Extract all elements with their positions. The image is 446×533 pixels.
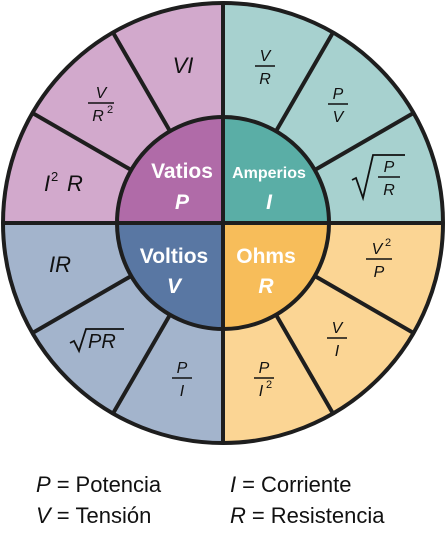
svg-text:I: I	[335, 343, 340, 360]
svg-text:P: P	[177, 360, 188, 377]
svg-text:P: P	[374, 264, 385, 281]
legend-current-label: Corriente	[260, 472, 352, 497]
svg-text:V: V	[260, 48, 272, 65]
formula-volts-sqrt-pr: PR	[69, 328, 124, 354]
amps-label: Amperios	[232, 165, 306, 182]
svg-text:P: P	[333, 86, 344, 103]
sector-divider	[274, 31, 335, 133]
formula-watts-i2r: I 2 R	[44, 169, 83, 196]
watts-label: Vatios	[151, 160, 213, 183]
legend-current-symbol: I	[230, 472, 237, 497]
legend-voltage-symbol: V	[36, 503, 51, 528]
legend-voltage-label: Tensión	[75, 503, 152, 528]
sector-divider	[111, 313, 172, 415]
legend-power-label: Potencia	[75, 472, 162, 497]
sector-divider	[31, 111, 133, 172]
ohms-label: Ohms	[236, 245, 296, 268]
svg-text:PR: PR	[88, 331, 116, 353]
svg-text:V: V	[96, 85, 108, 102]
formula-ohms-p-over-i2: P I 2	[254, 360, 274, 400]
sector-divider	[313, 111, 415, 172]
svg-text:V: V	[372, 241, 384, 258]
legend-current-equals: =	[242, 472, 255, 497]
svg-text:2: 2	[51, 169, 58, 184]
svg-text:IR: IR	[49, 252, 71, 277]
svg-text:2: 2	[107, 104, 113, 116]
svg-text:V: V	[333, 109, 345, 126]
legend-power-equals: =	[56, 472, 70, 497]
svg-text:V: V	[332, 320, 344, 337]
sector-divider	[31, 274, 133, 335]
sector-divider	[111, 31, 172, 133]
ohms-law-wheel: Vatios P Amperios I Voltios V Ohms R V I …	[1, 1, 445, 445]
formula-watts-vi: VI	[173, 53, 194, 78]
watts-symbol: P	[175, 191, 190, 214]
legend-resistance: R=Resistencia	[230, 503, 384, 529]
svg-text:P: P	[384, 159, 395, 176]
svg-text:P: P	[259, 360, 270, 377]
formula-amps-p-over-v: P V	[328, 86, 348, 126]
svg-text:I: I	[180, 383, 185, 400]
legend-power: P=Potencia	[36, 472, 161, 498]
svg-text:2: 2	[266, 379, 272, 391]
svg-text:R: R	[383, 182, 395, 199]
sector-divider	[274, 313, 335, 415]
svg-text:R: R	[92, 108, 104, 125]
svg-text:I: I	[44, 171, 50, 196]
svg-text:VI: VI	[173, 53, 194, 78]
watts-center	[117, 117, 223, 223]
volts-symbol: V	[167, 275, 183, 298]
formula-volts-p-over-i: P I	[172, 360, 192, 400]
svg-text:R: R	[259, 71, 271, 88]
legend: P=Potencia I=Corriente V=Tensión R=Resis…	[0, 462, 446, 532]
legend-resistance-symbol: R	[230, 503, 246, 528]
formula-volts-ir: IR	[49, 252, 71, 277]
formula-amps-sqrt-p-over-r: P R	[351, 154, 405, 202]
legend-resistance-equals: =	[251, 503, 265, 528]
volts-center	[117, 223, 223, 329]
formula-amps-v-over-r: V R	[255, 48, 275, 88]
legend-voltage: V=Tensión	[36, 503, 151, 529]
formula-ohms-v-over-i: V I	[327, 320, 347, 360]
formula-watts-v-over-r2: V R 2	[88, 85, 114, 125]
legend-power-symbol: P	[36, 472, 51, 497]
amps-symbol: I	[266, 191, 273, 214]
svg-text:I: I	[259, 383, 264, 400]
ohms-center	[223, 223, 329, 329]
svg-text:R: R	[67, 171, 83, 196]
legend-voltage-equals: =	[56, 503, 70, 528]
legend-resistance-label: Resistencia	[270, 503, 385, 528]
amps-center	[223, 117, 329, 223]
sector-dividers	[31, 31, 415, 415]
formula-ohms-v2-over-p: V 2 P	[366, 237, 392, 281]
ohms-symbol: R	[258, 275, 274, 298]
volts-label: Voltios	[140, 245, 208, 268]
svg-text:2: 2	[385, 237, 391, 249]
legend-current: I=Corriente	[230, 472, 351, 498]
sector-divider	[313, 274, 415, 335]
